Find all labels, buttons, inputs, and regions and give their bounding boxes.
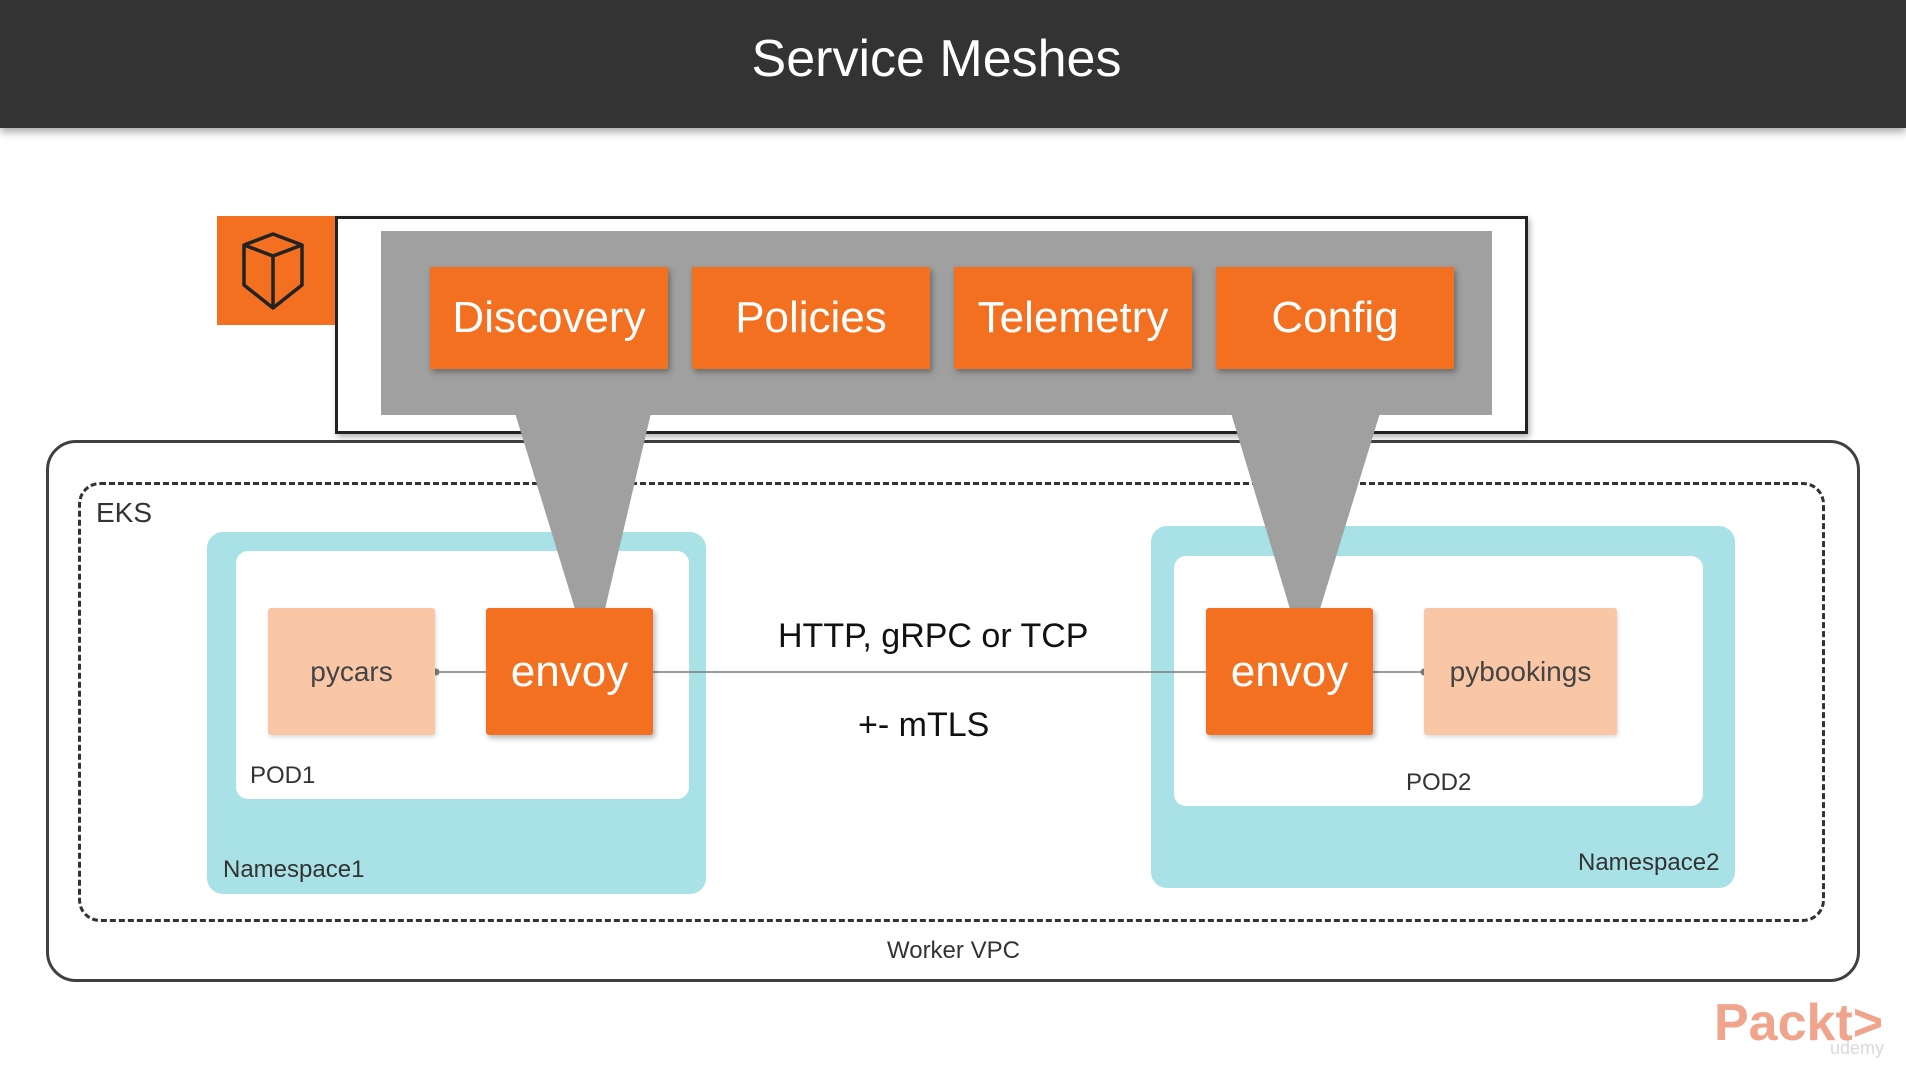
title-bar: Service Meshes [0, 0, 1906, 128]
worker-vpc-label: Worker VPC [887, 937, 1020, 964]
policies-module: Policies [692, 267, 930, 369]
funnel-left [515, 413, 651, 609]
cube-icon [242, 232, 304, 310]
udemy-watermark: udemy [1830, 1038, 1885, 1058]
worker-vpc-box [46, 440, 1860, 982]
pod2-label: POD2 [1406, 769, 1472, 796]
pod1-label: POD1 [250, 762, 316, 789]
eks-label: EKS [96, 497, 153, 528]
funnel-right [1231, 413, 1380, 609]
protocols-label: HTTP, gRPC or TCP [778, 617, 1089, 655]
config-module: Config [1216, 267, 1454, 369]
envoy-proxy-2: envoy [1206, 608, 1373, 735]
packt-logo: Packt> [1714, 994, 1884, 1052]
slide-title: Service Meshes [751, 30, 1122, 88]
mtls-label: +- mTLS [858, 706, 990, 744]
envoy-proxy-1: envoy [486, 608, 653, 735]
telemetry-module: Telemetry [954, 267, 1192, 369]
namespace1-label: Namespace1 [223, 856, 365, 883]
namespace2-label: Namespace2 [1578, 849, 1720, 876]
pybookings-service: pybookings [1424, 608, 1617, 735]
mesh-logo [217, 216, 335, 325]
discovery-module: Discovery [430, 267, 668, 369]
eks-cluster-box [78, 482, 1825, 922]
pycars-service: pycars [268, 608, 435, 735]
